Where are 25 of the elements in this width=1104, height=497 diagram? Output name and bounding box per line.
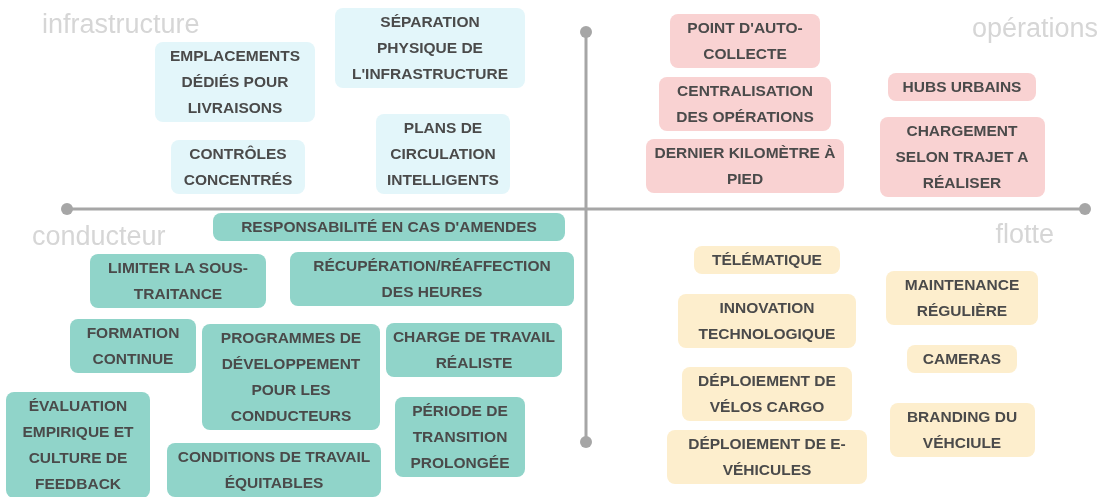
sticky-label: TÉLÉMATIQUE	[694, 246, 840, 274]
sticky-label: CHARGE DE TRAVAIL RÉALISTE	[386, 323, 562, 377]
sticky-label: INNOVATION TECHNOLOGIQUE	[678, 294, 856, 348]
sticky-label: ÉVALUATION EMPIRIQUE ET CULTURE DE FEEDBACK	[6, 392, 150, 497]
sticky-label: CENTRALISATION DES OPÉRATIONS	[659, 77, 831, 131]
sticky-label: CHARGEMENT SELON TRAJET A RÉALISER	[879, 117, 1045, 197]
sticky-label: CAMERAS	[907, 345, 1017, 373]
sticky-label: DERNIER KILOMÈTRE À PIED	[646, 139, 844, 193]
sticky-label: EMPLACEMENTS DÉDIÉS POUR LIVRAISONS	[155, 42, 315, 122]
sticky-label: BRANDING DU VÉHCIULE	[889, 403, 1035, 457]
sticky-label: POINT D'AUTO-COLLECTE	[670, 14, 820, 68]
sticky-label: LIMITER LA SOUS-TRAITANCE	[90, 254, 266, 308]
sticky-label: FORMATION CONTINUE	[70, 319, 196, 373]
sticky-label: DÉPLOIEMENT DE VÉLOS CARGO	[682, 367, 852, 421]
sticky-label: MAINTENANCE RÉGULIÈRE	[886, 271, 1038, 325]
sticky-label: PÉRIODE DE TRANSITION PROLONGÉE	[395, 397, 525, 477]
sticky-label: HUBS URBAINS	[888, 73, 1036, 101]
sticky-label: PLANS DE CIRCULATION INTELLIGENTS	[376, 114, 510, 194]
sticky-label: SÉPARATION PHYSIQUE DE L'INFRASTRUCTURE	[335, 8, 525, 88]
sticky-label: DÉPLOIEMENT DE E-VÉHICULES	[667, 430, 867, 484]
sticky-label: CONDITIONS DE TRAVAIL ÉQUITABLES	[167, 443, 381, 497]
sticky-label: CONTRÔLES CONCENTRÉS	[171, 140, 305, 194]
sticky-label: PROGRAMMES DE DÉVELOPPEMENT POUR LES CONDUCTEURS	[202, 324, 380, 430]
sticky-label: RESPONSABILITÉ EN CAS D'AMENDES	[213, 213, 565, 241]
sticky-label: RÉCUPÉRATION/RÉAFFECTION DES HEURES	[290, 252, 574, 306]
